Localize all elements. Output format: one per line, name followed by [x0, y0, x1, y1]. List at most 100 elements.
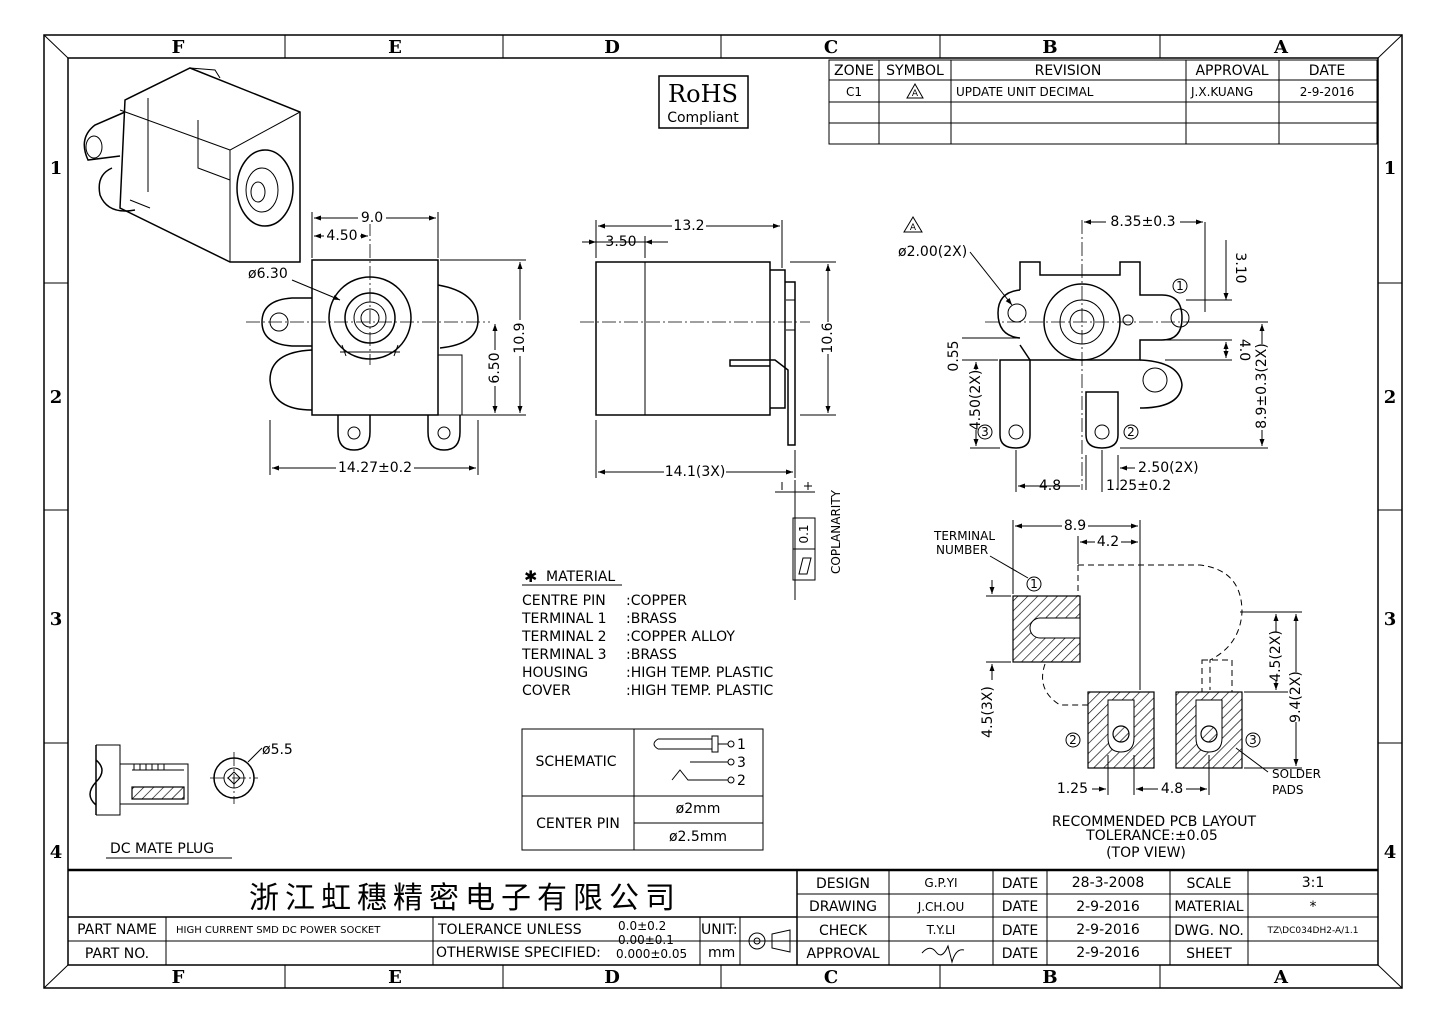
dim-bottom-0-55: 0.55	[946, 340, 962, 371]
scale-value: 3:1	[1302, 875, 1325, 891]
date-label: DATE	[1002, 899, 1038, 915]
material-part: CENTRE PIN	[522, 593, 606, 609]
rev-header-symbol: SYMBOL	[886, 63, 944, 79]
center-pin-symbol	[653, 738, 712, 750]
company-name: 浙江虹穗精密电子有限公司	[249, 881, 681, 916]
dim-front-overall: 14.27±0.2	[338, 460, 412, 476]
material-value: *	[1310, 899, 1317, 915]
check-date: 2-9-2016	[1076, 922, 1140, 938]
material-part: TERMINAL 1	[521, 611, 607, 627]
drawing-label: DRAWING	[809, 899, 877, 915]
dwg-no-value: TZ\DC034DH2-A/1.1	[1266, 926, 1358, 936]
dc-mate-plug: ø5.5 DC MATE PLUG	[89, 742, 293, 859]
drawing-value: J.CH.OU	[917, 900, 965, 914]
dim-side-length: 13.2	[673, 218, 704, 234]
row-label: 3	[50, 609, 63, 630]
pcb-layout: TERMINAL NUMBER 1 2 3 8.9 4.2 4.5(3X) 4.…	[933, 518, 1321, 861]
schematic-table: SCHEMATIC CENTER PIN 1 3 2 ø2mm ø2.5mm	[521, 728, 764, 851]
flatness-icon	[798, 557, 812, 575]
col-label: E	[388, 37, 402, 58]
scale-label: SCALE	[1187, 876, 1232, 892]
check-label: CHECK	[819, 923, 868, 939]
drawing-date: 2-9-2016	[1076, 899, 1140, 915]
material-list: ✱ MATERIAL CENTRE PIN :COPPER TERMINAL 1…	[521, 567, 774, 699]
isometric-view	[83, 67, 301, 263]
column-labels-top: F E D C B A	[172, 37, 1289, 58]
sheet-frame	[43, 34, 1403, 989]
dim-bottom-8-9: 8.9±0.3(2X)	[1254, 343, 1270, 429]
pcb-terminal-1: 1	[1030, 577, 1038, 591]
pcb-terminal-3: 3	[1249, 733, 1257, 747]
plug-diameter: ø5.5	[262, 742, 293, 758]
part-name-label: PART NAME	[77, 922, 157, 938]
coplanarity-label: COPLANARITY	[829, 489, 843, 574]
dim-front-width: 9.0	[361, 210, 383, 226]
material-value: :BRASS	[626, 647, 677, 663]
design-value: G.P.YI	[924, 876, 957, 890]
part-no-label: PART NO.	[85, 946, 149, 962]
approval-signature	[921, 944, 965, 964]
check-value: T.Y.LI	[926, 923, 956, 937]
revision-table: ZONE SYMBOL REVISION APPROVAL DATE C1 A …	[828, 59, 1378, 145]
dim-bottom-holes: ø2.00(2X)	[898, 244, 967, 260]
rev-header-zone: ZONE	[834, 63, 874, 79]
col-label: B	[1042, 967, 1057, 988]
col-label: D	[604, 967, 620, 988]
approval-label: APPROVAL	[806, 946, 879, 962]
material-title: MATERIAL	[546, 569, 615, 585]
terminal-2-label: 2	[1127, 425, 1135, 439]
material-value: :BRASS	[626, 611, 677, 627]
approval-date: 2-9-2016	[1076, 945, 1140, 961]
tolerance-value: 0.00±0.1	[618, 933, 674, 947]
col-label: E	[388, 967, 402, 988]
material-label: MATERIAL	[1174, 899, 1243, 915]
material-asterisk: ✱	[524, 567, 537, 586]
material-value: :COPPER	[626, 593, 687, 609]
col-label: F	[172, 37, 185, 58]
date-label: DATE	[1002, 876, 1038, 892]
part-name-value: HIGH CURRENT SMD DC POWER SOCKET	[176, 925, 381, 936]
material-value: :HIGH TEMP. PLASTIC	[626, 665, 774, 681]
material-part: HOUSING	[522, 665, 588, 681]
tolerance-value: 0.0±0.2	[618, 919, 666, 933]
material-value: :COPPER ALLOY	[626, 629, 735, 645]
solder-pads-label: SOLDER	[1272, 767, 1321, 781]
dim-pcb-4-2: 4.2	[1097, 534, 1119, 550]
coplanarity-value: 0.1	[797, 524, 811, 543]
rohs-subtitle: Compliant	[667, 110, 739, 126]
material-value: :HIGH TEMP. PLASTIC	[626, 683, 774, 699]
bottom-rev-mark: A	[910, 223, 917, 233]
schematic-pin: 1	[737, 737, 746, 753]
terminal-1-label: 1	[1176, 279, 1184, 293]
date-label: DATE	[1002, 923, 1038, 939]
schematic-label: SCHEMATIC	[535, 754, 616, 770]
row-label: 2	[50, 387, 63, 408]
col-label: A	[1273, 37, 1289, 58]
switch-contact-symbol	[671, 769, 728, 781]
solder-pads-label: PADS	[1272, 783, 1304, 797]
center-pin-value: ø2mm	[676, 801, 721, 817]
schematic-pin: 3	[737, 755, 746, 771]
dim-side-pins: 14.1(3X)	[665, 464, 726, 480]
rev-text: UPDATE UNIT DECIMAL	[956, 85, 1094, 99]
pcb-terminal-2: 2	[1069, 733, 1077, 747]
column-labels-bottom: F E D C B A	[172, 967, 1289, 988]
col-label: F	[172, 967, 185, 988]
dim-pcb-1-25: 1.25	[1057, 781, 1088, 797]
date-label: DATE	[1002, 946, 1038, 962]
dim-front-bore: ø6.30	[248, 266, 288, 282]
row-label: 2	[1384, 387, 1397, 408]
tolerance-label: TOLERANCE UNLESS	[437, 922, 582, 938]
col-label: B	[1042, 37, 1057, 58]
material-part: COVER	[522, 683, 571, 699]
rev-header-revision: REVISION	[1035, 63, 1102, 79]
dim-side-height: 10.6	[820, 322, 836, 353]
dwg-no-label: DWG. NO.	[1174, 923, 1244, 939]
col-label: A	[1273, 967, 1289, 988]
row-label: 4	[1384, 842, 1397, 863]
center-pin-value: ø2.5mm	[669, 829, 727, 845]
revision-triangle-icon	[903, 216, 923, 233]
dim-pcb-4-5-3x: 4.5(3X)	[980, 686, 996, 738]
rohs-title: RoHS	[668, 80, 738, 108]
row-labels: 1 2 3 4 1 2 3 4	[50, 158, 1397, 863]
